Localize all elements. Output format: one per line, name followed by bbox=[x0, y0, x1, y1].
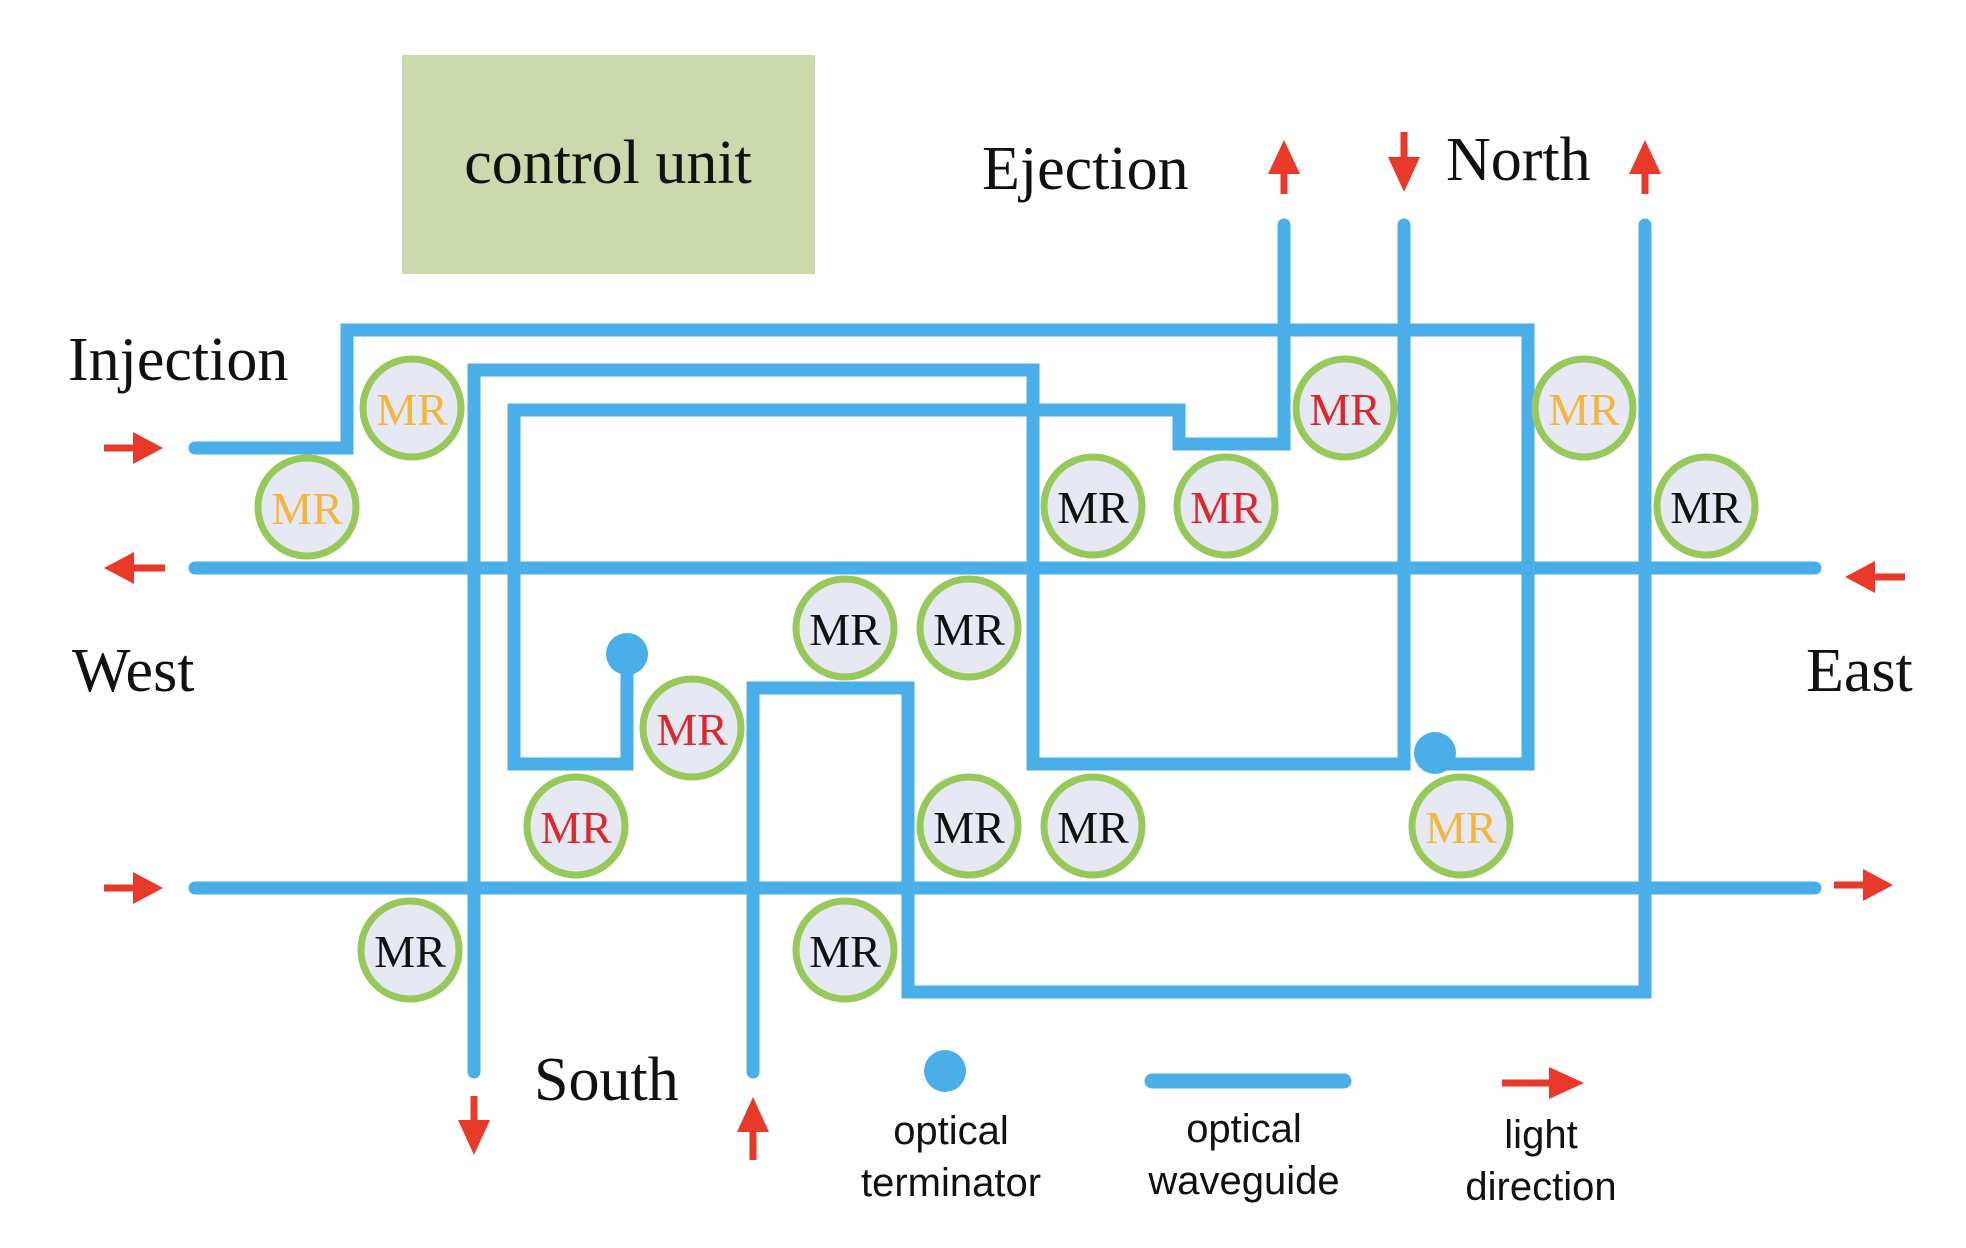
micro-ring-resonator: MR bbox=[916, 575, 1022, 681]
arrow-right-icon bbox=[1834, 869, 1893, 901]
micro-ring-resonator: MR bbox=[1408, 773, 1514, 879]
west-label: West bbox=[72, 637, 194, 705]
svg-text:MR: MR bbox=[1548, 384, 1620, 435]
waveguides bbox=[188, 218, 1822, 1079]
svg-text:MR: MR bbox=[1309, 384, 1381, 435]
south-output-waveguide bbox=[467, 218, 1411, 1079]
arrow-right-icon bbox=[104, 872, 163, 904]
svg-text:MR: MR bbox=[271, 483, 343, 534]
svg-text:MR: MR bbox=[1057, 802, 1129, 853]
ejection-label: Ejection bbox=[982, 135, 1189, 203]
legend-light-label: light bbox=[1504, 1113, 1577, 1157]
control-unit: control unit bbox=[402, 55, 815, 274]
svg-text:MR: MR bbox=[809, 604, 881, 655]
control-unit-box bbox=[402, 55, 815, 274]
arrow-up-icon bbox=[737, 1097, 769, 1160]
micro-ring-resonator: MR bbox=[357, 897, 463, 1003]
arrow-right-icon bbox=[104, 432, 163, 464]
svg-text:MR: MR bbox=[1057, 482, 1129, 533]
micro-ring-resonator: MR bbox=[523, 773, 629, 879]
control-unit-label: control unit bbox=[464, 129, 752, 197]
svg-text:MR: MR bbox=[809, 926, 881, 977]
ejection-waveguide bbox=[507, 218, 1291, 771]
micro-ring-resonator: MR bbox=[1531, 355, 1637, 461]
svg-text:MR: MR bbox=[933, 604, 1005, 655]
direction-arrows bbox=[104, 132, 1905, 1160]
legend-terminator-icon bbox=[924, 1050, 966, 1092]
north-output-waveguide bbox=[746, 218, 1652, 1079]
legend-waveguide-label: waveguide bbox=[1147, 1159, 1339, 1203]
port-labels: Injection Ejection North West East South bbox=[68, 126, 1913, 1114]
micro-ring-resonator: MR bbox=[1040, 453, 1146, 559]
legend-light-label: direction bbox=[1465, 1165, 1616, 1209]
arrow-down-icon bbox=[1388, 132, 1420, 192]
svg-text:MR: MR bbox=[540, 802, 612, 853]
micro-ring-resonator: MR bbox=[639, 675, 745, 781]
svg-text:MR: MR bbox=[376, 384, 448, 435]
arrow-left-icon bbox=[1845, 561, 1905, 593]
arrow-up-icon bbox=[1268, 140, 1300, 194]
legend: optical terminator optical waveguide lig… bbox=[861, 1050, 1617, 1209]
optical-terminator bbox=[606, 633, 648, 675]
terminators bbox=[606, 633, 1456, 774]
svg-text:MR: MR bbox=[1190, 482, 1262, 533]
arrow-down-icon bbox=[458, 1096, 490, 1155]
east-label: East bbox=[1806, 637, 1913, 705]
legend-waveguide-label: optical bbox=[1186, 1107, 1302, 1151]
injection-label: Injection bbox=[68, 326, 288, 394]
micro-ring-resonator: MR bbox=[1173, 453, 1279, 559]
micro-ring-resonator: MR bbox=[792, 575, 898, 681]
north-label: North bbox=[1446, 126, 1591, 194]
resonators: MR MR MR MR MR MR MR MR MR MR MR MR MR M… bbox=[254, 355, 1759, 1003]
svg-text:MR: MR bbox=[1425, 802, 1497, 853]
arrow-left-icon bbox=[104, 552, 165, 584]
legend-terminator-label: optical bbox=[893, 1109, 1009, 1153]
legend-arrow-icon bbox=[1502, 1067, 1584, 1099]
micro-ring-resonator: MR bbox=[254, 454, 360, 560]
svg-text:MR: MR bbox=[933, 802, 1005, 853]
micro-ring-resonator: MR bbox=[916, 773, 1022, 879]
micro-ring-resonator: MR bbox=[1040, 773, 1146, 879]
svg-text:MR: MR bbox=[1670, 482, 1742, 533]
legend-terminator-label: terminator bbox=[861, 1161, 1041, 1205]
micro-ring-resonator: MR bbox=[359, 355, 465, 461]
injection-waveguide bbox=[188, 323, 1535, 771]
micro-ring-resonator: MR bbox=[792, 897, 898, 1003]
optical-terminator bbox=[1414, 732, 1456, 774]
svg-text:MR: MR bbox=[656, 704, 728, 755]
micro-ring-resonator: MR bbox=[1292, 355, 1398, 461]
svg-text:MR: MR bbox=[374, 926, 446, 977]
south-label: South bbox=[534, 1046, 679, 1114]
micro-ring-resonator: MR bbox=[1653, 453, 1759, 559]
arrow-up-icon bbox=[1629, 140, 1661, 194]
